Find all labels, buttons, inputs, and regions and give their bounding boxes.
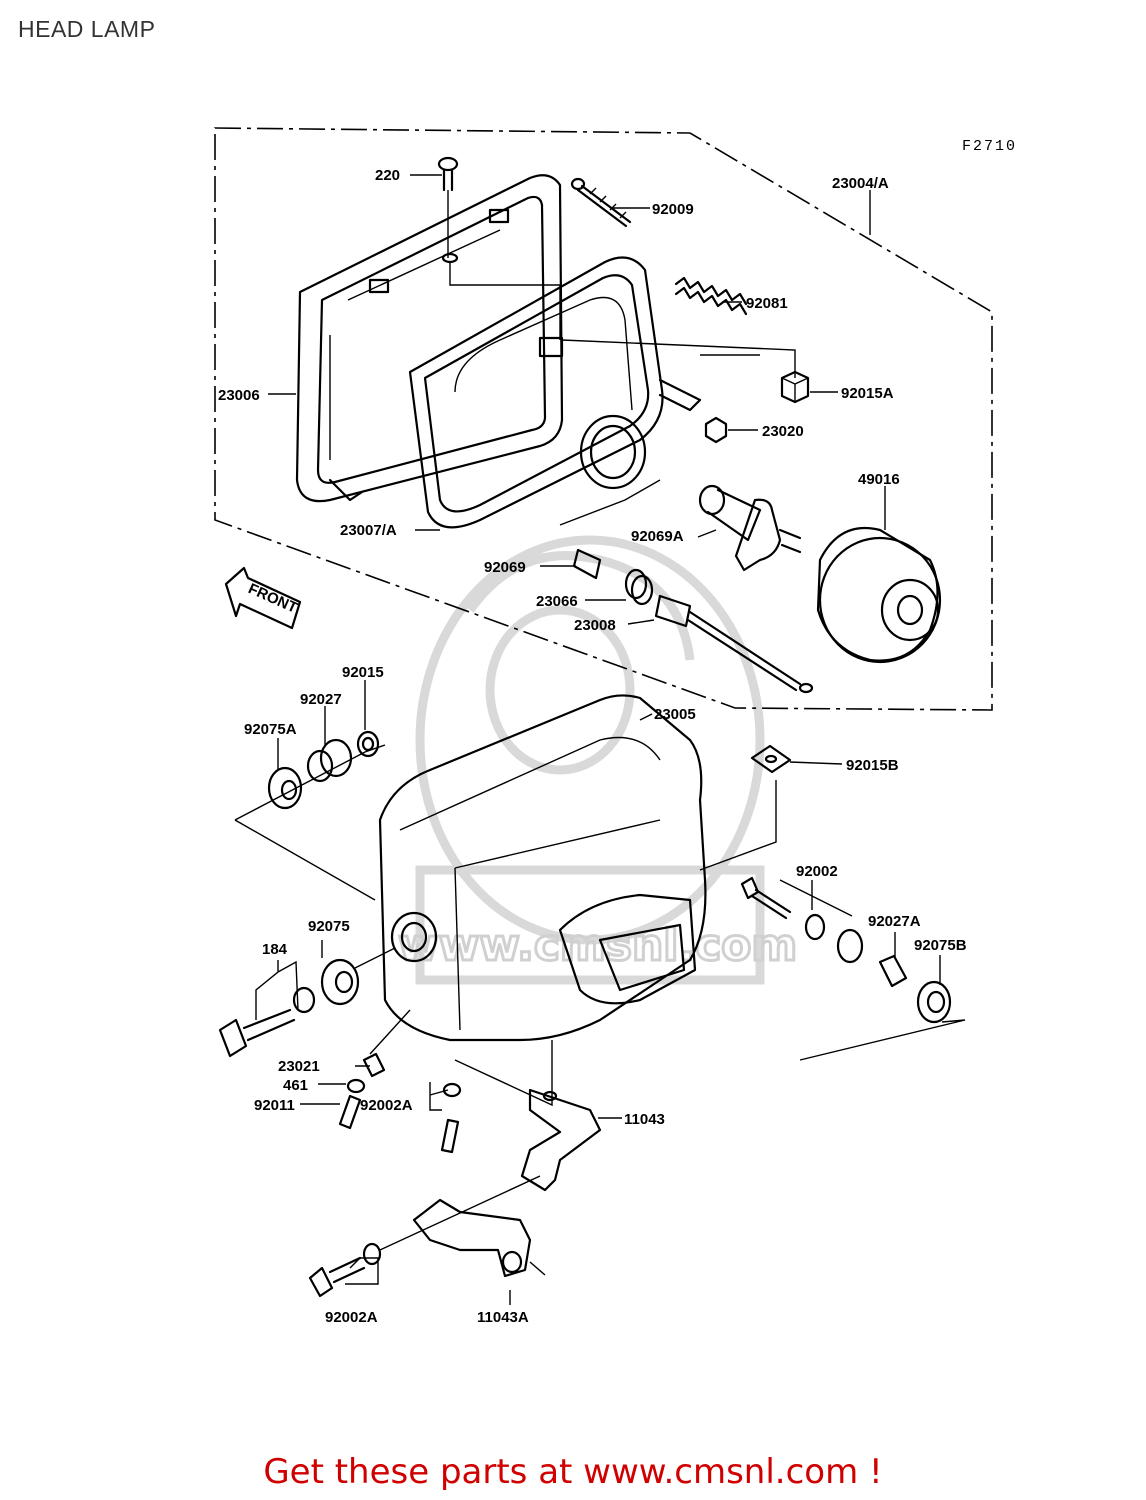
label-11043a: 11043A (477, 1309, 529, 1326)
grommet-23066 (624, 568, 654, 606)
label-220: 220 (375, 167, 400, 184)
leader-lines (234, 174, 966, 1305)
label-92015: 92015 (342, 664, 384, 681)
bulb-92069A (698, 484, 802, 572)
socket-23008 (654, 594, 814, 694)
bracket-11043 (520, 1088, 602, 1192)
adjust-screw-92009 (570, 177, 632, 228)
dust-cover-49016 (816, 526, 942, 664)
hardware-lower (338, 1052, 462, 1154)
hardware-left-bolt (218, 958, 360, 1058)
label-23005: 23005 (654, 706, 696, 723)
part-labels: F2710 220 92009 23004/A 92081 23006 9201… (218, 138, 1017, 1326)
page-title: HEAD LAMP (18, 16, 156, 42)
bolt-92002A-bottom (308, 1242, 382, 1298)
label-92027a: 92027A (868, 913, 921, 930)
label-461: 461 (283, 1077, 308, 1094)
screw-220 (437, 156, 459, 264)
housing-23005 (378, 694, 707, 1042)
label-92009: 92009 (652, 201, 694, 218)
label-92002: 92002 (796, 863, 838, 880)
watermark-logo: www.cmsnl.com (397, 535, 799, 985)
label-92075a: 92075A (244, 721, 297, 738)
label-23004a: 23004/A (832, 175, 889, 192)
hardware-right (740, 876, 952, 1024)
label-49016: 49016 (858, 471, 900, 488)
spring-92081 (674, 276, 748, 316)
label-92015b: 92015B (846, 757, 899, 774)
label-92069a: 92069A (631, 528, 684, 545)
label-11043: 11043 (624, 1111, 665, 1128)
label-92081: 92081 (746, 295, 788, 312)
grommet-stack-left (267, 730, 380, 810)
unit-boundary-dashed (214, 127, 993, 711)
label-184: 184 (262, 941, 288, 958)
label-23006: 23006 (218, 387, 260, 404)
label-92002a-bottom: 92002A (325, 1309, 378, 1326)
label-92075b: 92075B (914, 937, 967, 954)
front-arrow: FRONT (224, 566, 302, 630)
label-92002a: 92002A (360, 1097, 413, 1114)
label-92075: 92075 (308, 918, 350, 935)
label-92069: 92069 (484, 559, 526, 576)
lens-unit-23007A (408, 256, 702, 529)
clip-nut-92015B (750, 744, 792, 774)
bulb-92069 (572, 548, 602, 580)
diagram-code: F2710 (962, 138, 1017, 155)
footer-promo-link[interactable]: Get these parts at www.cmsnl.com ! (263, 1452, 883, 1492)
bracket-11043A (412, 1198, 532, 1278)
label-92011: 92011 (254, 1097, 295, 1114)
label-92027: 92027 (300, 691, 342, 708)
label-23007a: 23007/A (340, 522, 397, 539)
label-92015a: 92015A (841, 385, 894, 402)
rim-23006 (295, 174, 564, 503)
watermark-text: www.cmsnl.com (398, 920, 797, 971)
label-23021: 23021 (278, 1058, 320, 1075)
nut-23020 (704, 416, 728, 444)
label-23066: 23066 (536, 593, 578, 610)
label-23020: 23020 (762, 423, 804, 440)
label-23008: 23008 (574, 617, 616, 634)
